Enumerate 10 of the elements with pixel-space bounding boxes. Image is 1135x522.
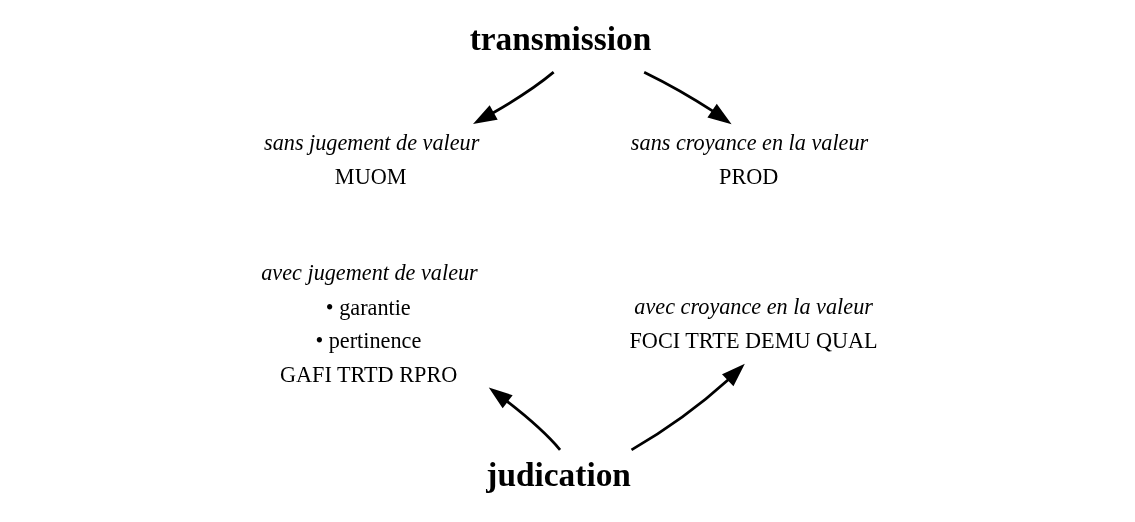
node-text: avec jugement de valeur • garantie • pertinence GAFI TRTD RPRO [260, 260, 478, 387]
node-text: sans jugement de valeur MUOM [263, 129, 479, 190]
arrow [643, 70, 732, 125]
node-text: judication [485, 456, 631, 494]
arrow [630, 363, 745, 452]
node-text: sans croyance en la valeur PROD [630, 129, 868, 190]
node-text: transmission [469, 20, 651, 58]
arrow [488, 387, 561, 451]
arrow [472, 71, 555, 124]
node-text: avec croyance en la valeur FOCI TRTE DEMU QUAL [628, 293, 878, 354]
